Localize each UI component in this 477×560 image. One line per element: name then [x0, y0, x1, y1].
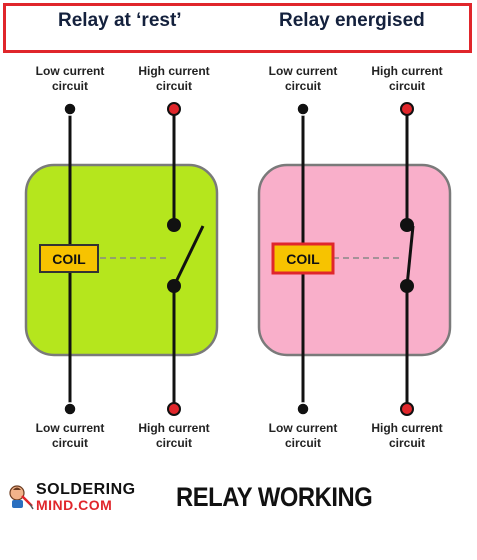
- bottom-right-label-line2: circuit: [389, 436, 425, 450]
- relay-at-rest: Low current circuit High current circuit…: [24, 64, 219, 450]
- coil-label: COIL: [286, 251, 320, 267]
- top-right-label-line1: High current: [371, 64, 442, 78]
- top-left-label-line1: Low current: [36, 64, 105, 78]
- terminal-low-bottom: [63, 402, 77, 416]
- coil-box-energised: [271, 242, 335, 275]
- top-right-label-line2: circuit: [389, 79, 425, 93]
- switch-contact-top: [167, 218, 181, 232]
- relay-energised: Low current circuit High current circuit…: [257, 64, 452, 450]
- bottom-left-label-line2: circuit: [285, 436, 321, 450]
- terminal-high-bottom: [400, 402, 414, 416]
- terminal-low-bottom: [296, 402, 310, 416]
- relay-body: [24, 163, 219, 357]
- rest-title: Relay at ‘rest’: [58, 10, 182, 31]
- switch-contact-bottom: [400, 279, 414, 293]
- bottom-left-label-line1: Low current: [269, 421, 338, 435]
- switch-arm-closed: [405, 225, 415, 287]
- top-left-label-line2: circuit: [52, 79, 88, 93]
- top-right-label-line1: High current: [138, 64, 209, 78]
- top-right-label-line2: circuit: [156, 79, 192, 93]
- terminal-high-bottom: [167, 402, 181, 416]
- terminal-high-top: [167, 102, 181, 116]
- bottom-left-label-line1: Low current: [36, 421, 105, 435]
- soldering-mind-logo: SOLDERING MIND.COM: [8, 481, 158, 517]
- top-left-label-line1: Low current: [269, 64, 338, 78]
- switch-arm-open: [172, 225, 205, 287]
- bottom-right-label-line1: High current: [371, 421, 442, 435]
- energised-title: Relay energised: [279, 10, 425, 31]
- coil-box: [39, 244, 99, 273]
- title-banner: [3, 3, 472, 53]
- switch-contact-bottom: [167, 279, 181, 293]
- brand-line-1: SOLDERING: [36, 481, 136, 498]
- bottom-right-label-line2: circuit: [156, 436, 192, 450]
- terminal-low-top: [63, 102, 77, 116]
- bottom-left-label-line2: circuit: [52, 436, 88, 450]
- coil-label: COIL: [52, 251, 86, 267]
- relay-body: [257, 163, 452, 357]
- terminal-high-top: [400, 102, 414, 116]
- footer-title: RELAY WORKING: [176, 482, 373, 512]
- bottom-right-label-line1: High current: [138, 421, 209, 435]
- brand-line-2: MIND.COM: [36, 497, 113, 513]
- soldering-iron-icon: [9, 485, 34, 510]
- top-left-label-line2: circuit: [285, 79, 321, 93]
- terminal-low-top: [296, 102, 310, 116]
- switch-contact-top: [400, 218, 414, 232]
